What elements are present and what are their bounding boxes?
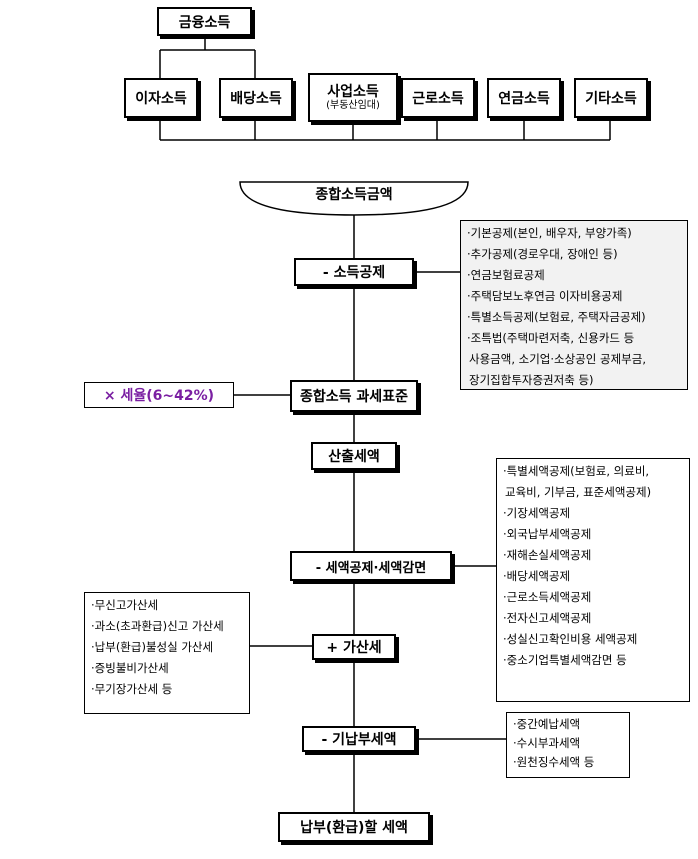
income-deduction-notes: ·기본공제(본인, 배우자, 부양가족) ·추가공제(경로우대, 장애인 등) … [460,220,688,390]
note-line: ·과소(초과환급)신고 가산세 [91,619,224,633]
tax-credit-box: - 세액공제·세액감면 [290,551,452,581]
note-line: ·추가공제(경로우대, 장애인 등) [467,247,618,261]
note-line: ·원천징수세액 등 [513,755,595,769]
interest-income-box: 이자소득 [124,78,198,118]
note-line: ·전자신고세액공제 [503,611,592,625]
note-line: ·수시부과세액 [513,736,581,750]
note-line: ·주택담보노후연금 이자비용공제 [467,289,623,303]
additional-tax-box: + 가산세 [312,634,396,660]
tax-rate-box: × 세율(6~42%) [84,382,234,408]
note-line: ·배당세액공제 [503,569,571,583]
business-income-sub: (부동산임대) [326,99,380,111]
tax-base-box: 종합소득 과세표준 [290,380,418,412]
pension-income-box: 연금소득 [487,78,561,118]
additional-tax-notes: ·무신고가산세 ·과소(초과환급)신고 가산세 ·납부(환급)불성실 가산세 ·… [84,592,250,714]
note-line: ·재해손실세액공제 [503,548,592,562]
business-income-box: 사업소득 (부동산임대) [308,73,398,122]
note-line: ·무기장가산세 등 [91,682,173,696]
financial-income-box: 금융소득 [157,7,252,36]
note-line: ·조특법(주택마련저축, 신용카드 등 [467,331,635,345]
note-line: 장기집합투자증권저축 등) [469,373,594,387]
earned-income-box: 근로소득 [401,78,475,118]
note-line: ·외국납부세액공제 [503,527,592,541]
computed-tax-box: 산출세액 [311,442,397,470]
note-line: 사용금액, 소기업·소상공인 공제부금, [469,352,646,366]
note-line: ·무신고가산세 [91,598,159,612]
other-income-box: 기타소득 [574,78,648,118]
note-line: ·연금보험료공제 [467,268,545,282]
note-line: ·중간예납세액 [513,717,581,731]
note-line: ·성실신고확인비용 세액공제 [503,632,638,646]
note-line: ·기장세액공제 [503,506,571,520]
note-line: ·근로소득세액공제 [503,590,592,604]
dividend-income-box: 배당소득 [219,78,293,118]
note-line: ·특별세액공제(보험료, 의료비, [503,464,650,478]
total-income-shape [239,181,469,216]
prepaid-tax-box: - 기납부세액 [302,726,416,752]
note-line: ·증빙불비가산세 [91,661,169,675]
note-line: 교육비, 기부금, 표준세액공제) [505,485,652,499]
total-income-label: 종합소득금액 [315,187,393,203]
final-tax-box: 납부(환급)할 세액 [278,812,430,842]
note-line: ·납부(환급)불성실 가산세 [91,640,214,654]
prepaid-tax-notes: ·중간예납세액 ·수시부과세액 ·원천징수세액 등 [506,712,630,778]
note-line: ·중소기업특별세액감면 등 [503,653,627,667]
business-income-label: 사업소득 [327,83,379,100]
note-line: ·특별소득공제(보험료, 주택자금공제) [467,310,646,324]
tax-credit-notes: ·특별세액공제(보험료, 의료비, 교육비, 기부금, 표준세액공제) ·기장세… [496,458,690,702]
income-deduction-box: - 소득공제 [294,258,414,286]
note-line: ·기본공제(본인, 배우자, 부양가족) [467,226,632,240]
